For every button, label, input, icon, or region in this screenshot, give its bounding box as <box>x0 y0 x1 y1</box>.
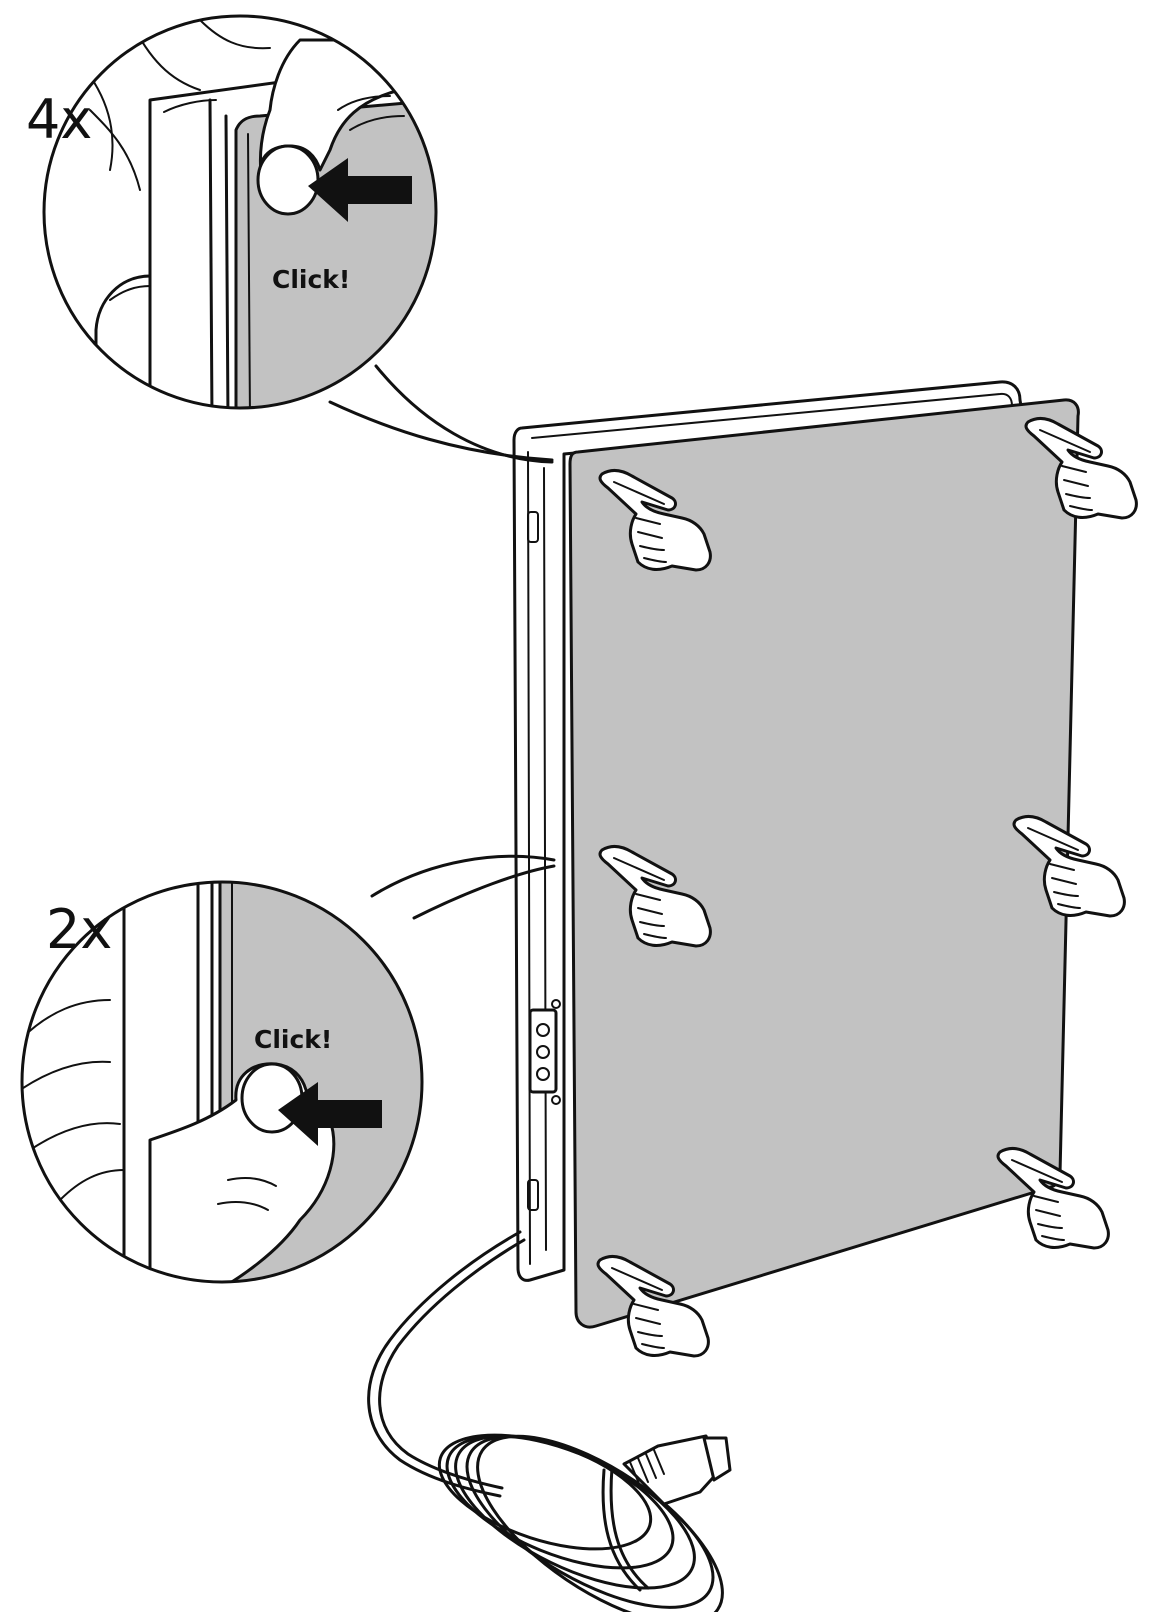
callout-pointer-top <box>328 400 554 462</box>
push-arrow-icon <box>278 1082 382 1146</box>
frame-clip-bottom <box>527 1179 539 1211</box>
power-cord <box>367 1230 724 1612</box>
control-block <box>528 999 561 1105</box>
push-arrow-icon <box>308 158 412 222</box>
click-label-bottom: Click! <box>254 1025 332 1054</box>
frame-clip-top <box>527 511 539 543</box>
power-plug-icon <box>622 1434 732 1506</box>
callout-pointer-bottom <box>412 864 556 920</box>
count-label-top: 4x <box>26 88 92 151</box>
callout-pointer-top <box>374 364 554 464</box>
detail-callout-top: Click! <box>42 14 438 410</box>
callout-pointer-bottom <box>370 854 556 898</box>
count-label-bottom: 2x <box>46 898 112 961</box>
click-label-top: Click! <box>272 265 350 294</box>
